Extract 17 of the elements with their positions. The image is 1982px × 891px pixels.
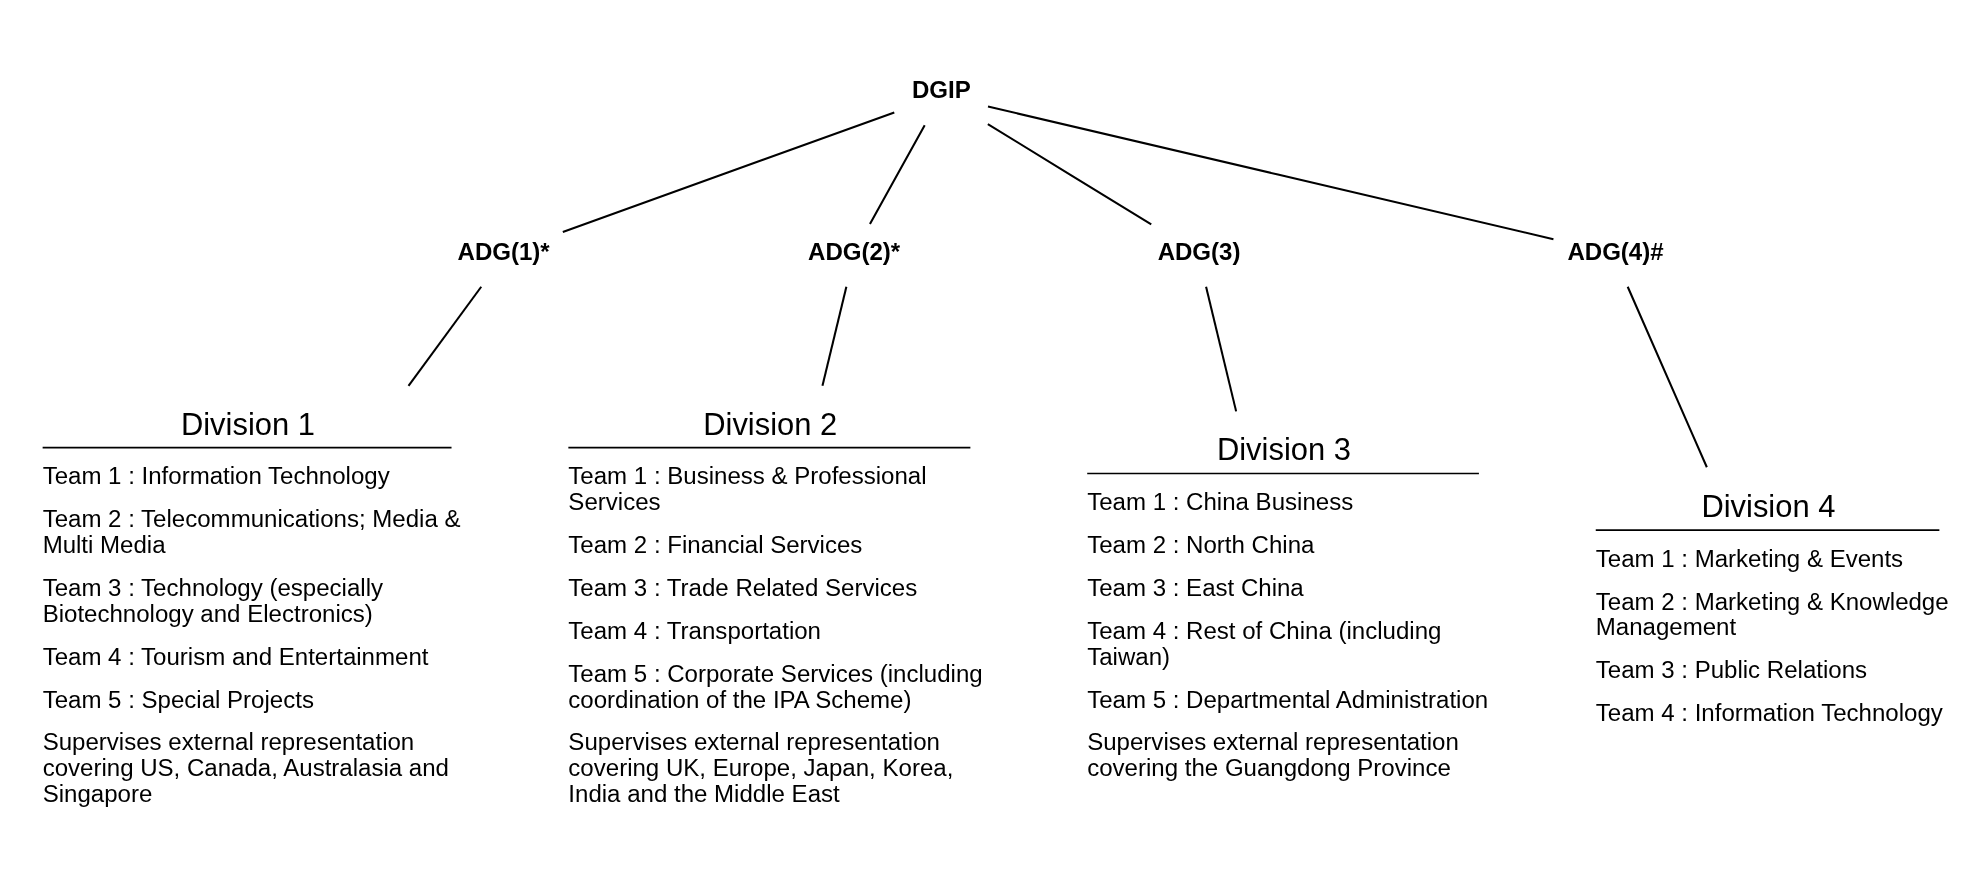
- node-text: Division 4 Team 1 : Marketing & Events Team 2 : Marketing & Knowledge Management Team 3 : Public Relations Team 4 : Information Technology: [1595, 488, 1949, 726]
- connector: [562, 110, 895, 233]
- node-text: ADG(3): [1157, 237, 1241, 265]
- connector: [1626, 285, 1708, 468]
- connector: [407, 285, 483, 386]
- connector: [869, 124, 926, 224]
- connector: [1205, 286, 1238, 412]
- connector: [987, 105, 1554, 240]
- node-text: ADG(4)#: [1567, 237, 1664, 265]
- node-text: DGIP: [911, 75, 971, 103]
- connector: [987, 122, 1152, 225]
- node-text: ADG(1)*: [457, 237, 550, 265]
- node-text: Division 1 Team 1 : Information Technology Team 2 : Telecommunications; Media & Multi Media Team 3 : Technology (especially Biotechnology and Electronics) Team 4 : Tourism and Entertainment Team 5 : Special Projects Supervises external representation covering US, Canada, Australasia and Singapore: [42, 406, 461, 807]
- node-text: Division 3 Team 1 : China Business Team 2 : North China Team 3 : East China Team 4 : Rest of China (including Taiwan) Team 5 : Departmental Administration Supervises external representation covering the Guangdong Province: [1087, 431, 1489, 781]
- connector: [821, 286, 848, 386]
- node-text: ADG(2)*: [808, 237, 901, 265]
- node-text: Division 2 Team 1 : Business & Professional Services Team 2 : Financial Services Team 3 : Trade Related Services Team 4 : Transportation Team 5 : Corporate Services (including coordination of the IPA Scheme) Supervises external representation covering UK, Europe, Japan, Korea, India and the Middle East: [568, 406, 983, 807]
